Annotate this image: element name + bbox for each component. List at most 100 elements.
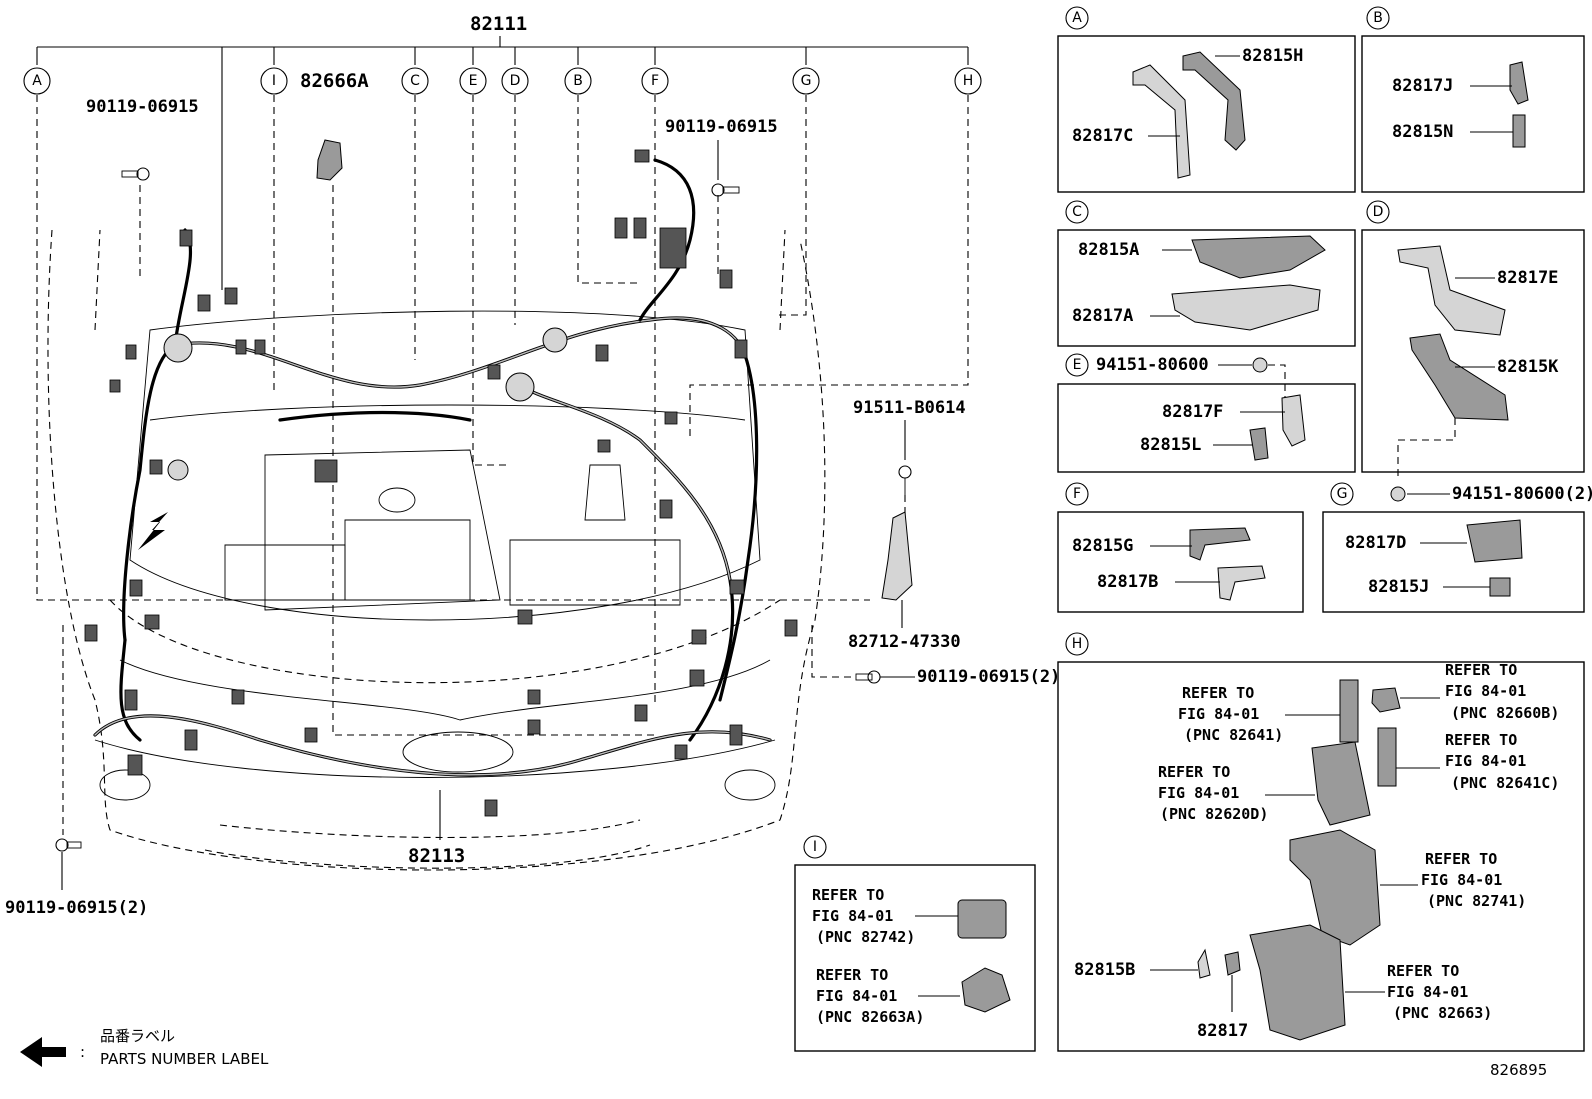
pn-82817j[interactable]: 82817J — [1392, 76, 1453, 96]
ref-h-82660b-l2: FIG 84-01 — [1445, 682, 1526, 700]
pn-82817d[interactable]: 82817D — [1345, 533, 1406, 553]
callout-c[interactable]: C — [401, 67, 429, 95]
part-82817a[interactable] — [1171, 284, 1321, 331]
ref-h-82620d-l1: REFER TO — [1158, 763, 1230, 781]
pn-clip-94151[interactable]: 94151-80600 — [1096, 355, 1209, 375]
box-c: C 82815A 82817A — [1057, 200, 1356, 347]
pn-82666a[interactable]: 82666A — [300, 70, 369, 92]
part-82620d[interactable] — [1311, 741, 1371, 826]
ref-h-82660b-l1: REFER TO — [1445, 661, 1517, 679]
ref-i1-line2: FIG 84-01 — [812, 907, 893, 925]
ref-i2-line2: FIG 84-01 — [816, 987, 897, 1005]
callout-a-letter: A — [32, 73, 42, 89]
box-g: G 82817D 82815J — [1322, 482, 1585, 613]
box-f-letter: F — [1073, 486, 1081, 502]
part-82742[interactable] — [957, 899, 1007, 939]
ref-h-82641-l2: FIG 84-01 — [1178, 705, 1259, 723]
callout-f-letter: F — [651, 73, 659, 89]
pn-clip-94151-2[interactable]: 94151-80600(2) — [1452, 484, 1592, 504]
box-b-letter: B — [1373, 10, 1383, 26]
ref-h-82641c-l1: REFER TO — [1445, 731, 1517, 749]
callout-e[interactable]: E — [459, 67, 487, 95]
part-82741[interactable] — [1289, 829, 1381, 946]
part-82815n[interactable] — [1512, 114, 1526, 148]
callout-i[interactable]: I — [260, 67, 288, 95]
part-82815a[interactable] — [1191, 235, 1326, 279]
part-82817[interactable] — [1224, 951, 1241, 976]
part-82817e[interactable] — [1397, 245, 1506, 336]
callout-d[interactable]: D — [501, 67, 529, 95]
pn-bolt-left-bottom[interactable]: 90119-06915(2) — [5, 898, 148, 918]
callout-g-letter: G — [801, 73, 812, 89]
callout-b-letter: B — [573, 73, 583, 89]
ref-h-82620d-l2: FIG 84-01 — [1158, 784, 1239, 802]
part-82641[interactable] — [1339, 679, 1359, 743]
pn-bolt-left-top[interactable]: 90119-06915 — [86, 97, 199, 117]
wiring-harness-82113[interactable]: 82113 — [93, 714, 772, 867]
bolt-left-top-icon — [121, 167, 150, 181]
box-e: E 94151-80600 82817F 82815L — [1057, 353, 1356, 473]
callout-g[interactable]: G — [792, 67, 820, 95]
part-82815j[interactable] — [1489, 577, 1511, 597]
pn-82817e[interactable]: 82817E — [1497, 268, 1558, 288]
ref-h-82620d-l3: (PNC 82620D) — [1160, 805, 1268, 823]
part-82817d[interactable] — [1466, 519, 1523, 563]
callout-d-letter: D — [510, 73, 521, 89]
ref-h-82663-l2: FIG 84-01 — [1387, 983, 1468, 1001]
pn-82817b[interactable]: 82817B — [1097, 572, 1158, 592]
pn-bracket-82712[interactable]: 82712-47330 — [848, 632, 961, 652]
harness-82111-bracket: 82111 — [36, 13, 969, 290]
part-82817c[interactable] — [1132, 64, 1191, 179]
bolt-right-icon — [855, 670, 881, 684]
pn-82815g[interactable]: 82815G — [1072, 536, 1133, 556]
part-82663[interactable] — [1249, 924, 1346, 1041]
pn-82815n[interactable]: 82815N — [1392, 122, 1453, 142]
pn-82817[interactable]: 82817 — [1197, 1021, 1248, 1041]
pn-82817f[interactable]: 82817F — [1162, 402, 1223, 422]
part-82815g[interactable] — [1189, 527, 1251, 561]
part-82660b[interactable] — [1371, 687, 1401, 713]
callout-f[interactable]: F — [641, 67, 669, 95]
pn-bolt-center-top[interactable]: 90119-06915 — [665, 117, 778, 137]
bolt-left-bottom-icon — [55, 838, 82, 852]
ref-h-82641c-l3: (PNC 82641C) — [1451, 774, 1559, 792]
box-b: B 82817J 82815N — [1361, 6, 1585, 193]
part-82641c[interactable] — [1377, 727, 1397, 787]
part-82815k[interactable] — [1409, 333, 1509, 421]
part-82817j[interactable] — [1509, 61, 1529, 105]
ref-h-82641c-l2: FIG 84-01 — [1445, 752, 1526, 770]
callout-a[interactable]: A — [23, 67, 51, 95]
part-82815l[interactable] — [1249, 427, 1269, 461]
box-i-letter: I — [813, 839, 817, 855]
ref-i1-line3: (PNC 82742) — [816, 928, 915, 946]
pn-82815a[interactable]: 82815A — [1078, 240, 1139, 260]
part-82817f[interactable] — [1281, 394, 1306, 447]
pn-82815h[interactable]: 82815H — [1242, 46, 1303, 66]
box-e-letter: E — [1073, 357, 1082, 373]
pn-82111[interactable]: 82111 — [470, 13, 527, 35]
ref-h-82641-l1: REFER TO — [1182, 684, 1254, 702]
box-c-letter: C — [1072, 204, 1082, 220]
pn-82113[interactable]: 82113 — [408, 845, 465, 867]
clip-94151-lower[interactable]: 94151-80600(2) — [1390, 484, 1592, 504]
pn-bolt-right[interactable]: 90119-06915(2) — [917, 667, 1060, 687]
part-82663a[interactable] — [961, 967, 1011, 1013]
pn-82817a[interactable]: 82817A — [1072, 306, 1133, 326]
label-location-arrow-icon — [138, 512, 168, 550]
pn-82815j[interactable]: 82815J — [1368, 577, 1429, 597]
part-82817b[interactable] — [1217, 565, 1266, 601]
part-82666a[interactable] — [316, 139, 343, 181]
callout-b[interactable]: B — [564, 67, 592, 95]
box-d-letter: D — [1373, 204, 1384, 220]
part-82815h[interactable] — [1182, 51, 1246, 151]
ref-h-82741-l2: FIG 84-01 — [1421, 871, 1502, 889]
callout-h[interactable]: H — [954, 67, 982, 95]
pn-82815b[interactable]: 82815B — [1074, 960, 1135, 980]
pn-82817c[interactable]: 82817C — [1072, 126, 1133, 146]
part-82815b[interactable] — [1197, 948, 1211, 979]
wiring-harness-82111[interactable] — [119, 158, 759, 742]
pn-82815k[interactable]: 82815K — [1497, 357, 1559, 377]
bracket-82712-47330[interactable] — [881, 511, 913, 601]
pn-82815l[interactable]: 82815L — [1140, 435, 1201, 455]
pn-bolt-91511[interactable]: 91511-B0614 — [853, 398, 966, 418]
